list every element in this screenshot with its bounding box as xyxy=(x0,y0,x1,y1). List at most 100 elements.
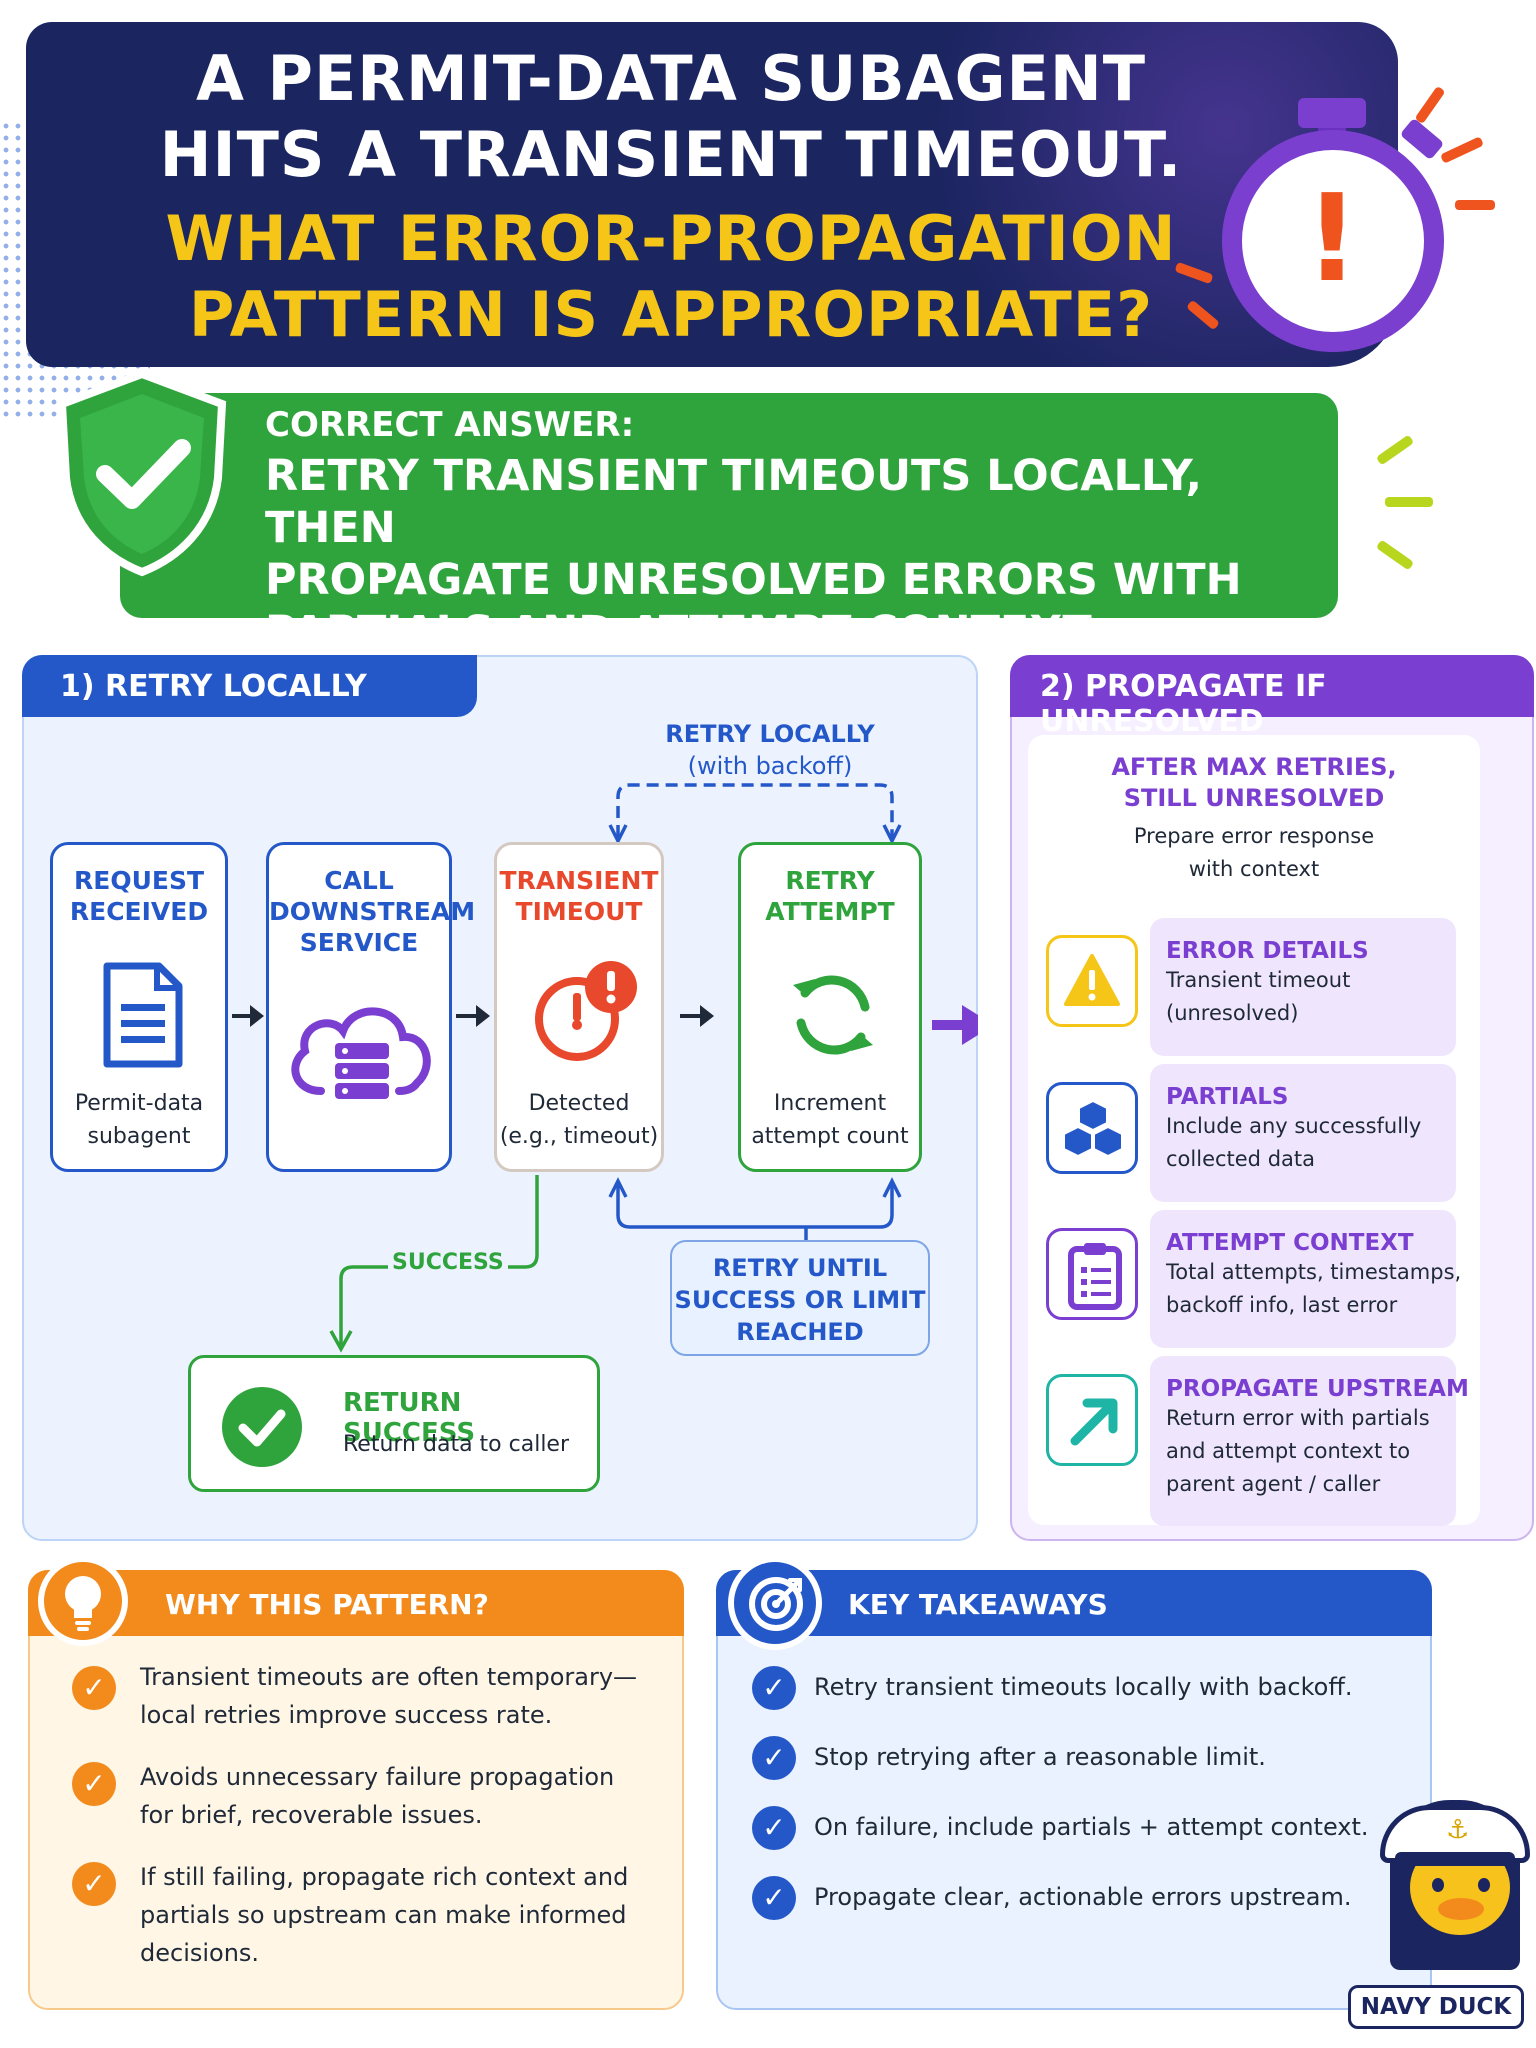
why-item-line: for brief, recoverable issues. xyxy=(140,1801,483,1829)
flow-connectors xyxy=(329,783,978,1353)
step-title-line: RETRY xyxy=(785,866,875,895)
step-title-line: RECEIVED xyxy=(69,897,209,926)
takeaway-item: On failure, include partials + attempt c… xyxy=(814,1813,1369,1841)
intro-title-line: STILL UNRESOLVED xyxy=(1123,784,1385,812)
retry-loop-title: RETRY LOCALLY xyxy=(665,720,875,748)
intro-subtitle-line: with context xyxy=(1188,857,1320,881)
clipboard-icon-box xyxy=(1046,1228,1138,1320)
check-icon: ✓ xyxy=(752,1666,796,1710)
why-item: Avoids unnecessary failure propagation f… xyxy=(140,1758,614,1834)
check-icon: ✓ xyxy=(752,1876,796,1920)
item-attempt-context xyxy=(1150,1210,1456,1348)
step-subtitle-line: attempt count xyxy=(751,1124,909,1149)
highlight-ray xyxy=(1375,539,1415,571)
answer-label: CORRECT ANSWER: xyxy=(265,405,635,445)
item-attempt-context-text: ATTEMPT CONTEXT Total attempts, timestam… xyxy=(1166,1230,1461,1322)
key-takeaways-title: KEY TAKEAWAYS xyxy=(848,1588,1108,1621)
why-item-line: local retries improve success rate. xyxy=(140,1701,553,1729)
why-item-line: Avoids unnecessary failure propagation xyxy=(140,1763,615,1791)
step-title-line: TIMEOUT xyxy=(515,897,643,926)
step-subtitle-line: subagent xyxy=(87,1124,191,1149)
step-subtitle-line: Increment xyxy=(773,1091,887,1116)
why-pattern-panel xyxy=(28,1570,684,2010)
item-propagate-upstream-text: PROPAGATE UPSTREAM Return error with par… xyxy=(1166,1376,1469,1501)
item-text-line: and attempt context to xyxy=(1166,1439,1411,1463)
intro-subtitle-line: Prepare error response xyxy=(1133,824,1375,848)
step-title: TRANSIENT TIMEOUT xyxy=(497,865,661,927)
highlight-ray xyxy=(1385,497,1433,507)
item-text-line: Transient timeout xyxy=(1166,968,1351,992)
step-transient-timeout: TRANSIENT TIMEOUT Detected (e.g., timeou… xyxy=(494,842,664,1172)
warning-icon xyxy=(1064,954,1120,1006)
check-circle-icon xyxy=(222,1387,302,1467)
why-item: Transient timeouts are often temporary— … xyxy=(140,1658,637,1734)
item-text-line: Total attempts, timestamps, xyxy=(1166,1260,1462,1284)
item-error-details xyxy=(1150,918,1456,1056)
item-partials-text: PARTIALS Include any successfully collec… xyxy=(1166,1084,1421,1176)
step-request-received: REQUEST RECEIVED Permit-data subagent xyxy=(50,842,228,1172)
why-item-line: decisions. xyxy=(140,1939,260,1967)
takeaway-item: Retry transient timeouts locally with ba… xyxy=(814,1673,1353,1701)
duck-beak xyxy=(1438,1898,1484,1920)
check-icon: ✓ xyxy=(72,1666,116,1710)
propagate-intro-subtitle: Prepare error response with context xyxy=(1028,820,1480,886)
retry-until-line: REACHED xyxy=(736,1318,864,1346)
step-title-line: ATTEMPT xyxy=(765,897,895,926)
duck-eye xyxy=(1432,1878,1444,1892)
question-line-4: PATTERN IS APPROPRIATE? xyxy=(188,278,1154,351)
item-text-line: backoff info, last error xyxy=(1166,1293,1398,1317)
answer-line-1: RETRY TRANSIENT TIMEOUTS LOCALLY, THEN xyxy=(265,451,1202,553)
question-banner: A PERMIT-DATA SUBAGENT HITS A TRANSIENT … xyxy=(26,22,1398,367)
check-icon: ✓ xyxy=(752,1806,796,1850)
step-title-line: TRANSIENT xyxy=(499,866,659,895)
item-text-line: collected data xyxy=(1166,1147,1315,1171)
answer-line-3: PARTIALS AND ATTEMPT CONTEXT xyxy=(265,607,1092,657)
stopwatch-button xyxy=(1298,98,1366,128)
lightbulb-icon xyxy=(65,1576,101,1631)
stopwatch-side-button xyxy=(1399,117,1445,161)
item-text-line: Return error with partials xyxy=(1166,1406,1430,1430)
step-title-line: SERVICE xyxy=(299,928,419,957)
step-subtitle: Permit-data subagent xyxy=(53,1087,225,1153)
propagate-intro-title: AFTER MAX RETRIES, STILL UNRESOLVED xyxy=(1028,752,1480,814)
answer-text: RETRY TRANSIENT TIMEOUTS LOCALLY, THEN P… xyxy=(265,450,1315,658)
why-pattern-title: WHY THIS PATTERN? xyxy=(165,1588,489,1621)
step-title: RETRY ATTEMPT xyxy=(741,865,919,927)
return-success-box: RETURN SUCCESS Return data to caller xyxy=(188,1355,600,1492)
target-icon xyxy=(749,1577,803,1631)
retry-locally-tab: 1) RETRY LOCALLY xyxy=(22,655,477,717)
item-text-line: parent agent / caller xyxy=(1166,1472,1381,1496)
answer-banner xyxy=(120,393,1338,618)
document-icon xyxy=(103,962,183,1068)
flow-arrow xyxy=(680,1005,714,1027)
item-partials xyxy=(1150,1064,1456,1202)
cubes-icon xyxy=(1063,1099,1123,1158)
step-title: CALL DOWNSTREAM SERVICE xyxy=(269,865,475,958)
cubes-icon-box xyxy=(1046,1082,1138,1174)
clipboard-icon xyxy=(1068,1243,1122,1310)
return-success-subtitle: Return data to caller xyxy=(343,1432,570,1457)
stopwatch-face xyxy=(1222,130,1444,352)
check-icon: ✓ xyxy=(72,1762,116,1806)
why-item: If still failing, propagate rich context… xyxy=(140,1858,628,1972)
item-title: ATTEMPT CONTEXT xyxy=(1166,1230,1414,1256)
propagate-intro: AFTER MAX RETRIES, STILL UNRESOLVED Prep… xyxy=(1028,752,1480,886)
exclamation-icon: ! xyxy=(1304,170,1360,309)
flow-arrow xyxy=(456,1005,490,1027)
propagate-tab: 2) PROPAGATE IF UNRESOLVED xyxy=(1010,655,1534,739)
item-title: ERROR DETAILS xyxy=(1166,938,1369,964)
arrow-up-right-icon xyxy=(1070,1398,1118,1446)
step-title-line: REQUEST xyxy=(73,866,205,895)
retry-loop-subtitle: (with backoff) xyxy=(687,752,853,780)
shield-check-icon xyxy=(57,369,227,577)
alert-ray xyxy=(1455,200,1495,210)
why-item-line: partials so upstream can make informed xyxy=(140,1901,627,1929)
alert-ray xyxy=(1414,85,1446,125)
warning-icon-box xyxy=(1046,935,1138,1027)
step-title-line: CALL xyxy=(324,866,394,895)
lightbulb-icon-badge xyxy=(38,1556,128,1646)
duck-eye xyxy=(1478,1878,1490,1892)
retry-until-line: SUCCESS OR LIMIT xyxy=(674,1286,926,1314)
why-item-line: If still failing, propagate rich context… xyxy=(140,1863,629,1891)
answer-line-2: PROPAGATE UNRESOLVED ERRORS WITH xyxy=(265,555,1242,605)
